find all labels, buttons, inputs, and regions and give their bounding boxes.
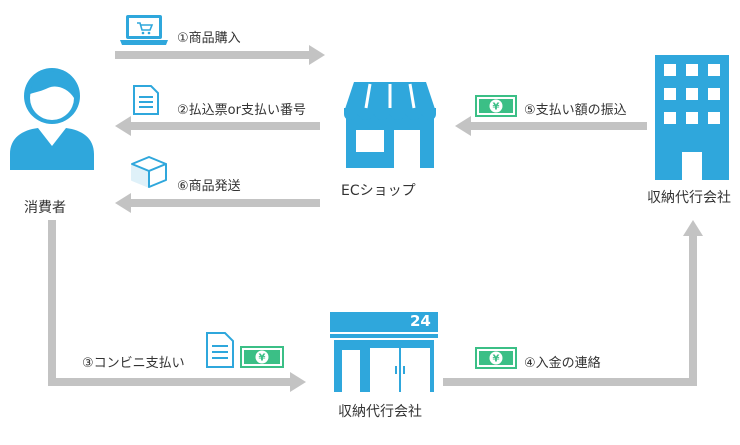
money-icon: ¥ bbox=[475, 347, 517, 369]
payment-agent-top-label: 収納代行会社 bbox=[647, 190, 731, 206]
package-icon bbox=[131, 156, 167, 188]
document-icon bbox=[133, 85, 159, 115]
consumer-label: 消費者 bbox=[24, 200, 66, 216]
arrow-payment-slip bbox=[115, 116, 320, 136]
office-building-icon bbox=[655, 55, 729, 180]
arrow-convenience-payment bbox=[48, 220, 306, 392]
shop-icon bbox=[344, 82, 436, 168]
store-sign-number: 24 bbox=[410, 312, 431, 330]
laptop-cart-icon bbox=[120, 15, 168, 45]
step-4-label: ④入金の連絡 bbox=[524, 356, 601, 371]
arrow-deposit-notice bbox=[443, 220, 703, 386]
step-1-label: ①商品購入 bbox=[177, 31, 241, 46]
arrow-shipping bbox=[115, 193, 320, 213]
convenience-store-icon bbox=[330, 312, 438, 392]
svg-text:¥: ¥ bbox=[493, 354, 500, 365]
arrow-purchase bbox=[115, 45, 325, 65]
arrow-transfer bbox=[455, 116, 647, 136]
step-2-label: ②払込票or支払い番号 bbox=[177, 103, 306, 118]
step-6-label: ⑥商品発送 bbox=[177, 179, 241, 194]
step-3-label: ③コンビニ支払い bbox=[82, 356, 185, 371]
svg-text:¥: ¥ bbox=[259, 353, 266, 364]
ec-shop-label: ECショップ bbox=[341, 183, 416, 199]
money-icon: ¥ bbox=[240, 346, 284, 368]
svg-text:¥: ¥ bbox=[493, 102, 500, 113]
document-icon bbox=[206, 332, 234, 368]
person-icon bbox=[10, 68, 94, 170]
money-icon: ¥ bbox=[475, 95, 517, 117]
payment-agent-bottom-label: 収納代行会社 bbox=[338, 404, 422, 420]
step-5-label: ⑤支払い額の振込 bbox=[524, 103, 627, 118]
